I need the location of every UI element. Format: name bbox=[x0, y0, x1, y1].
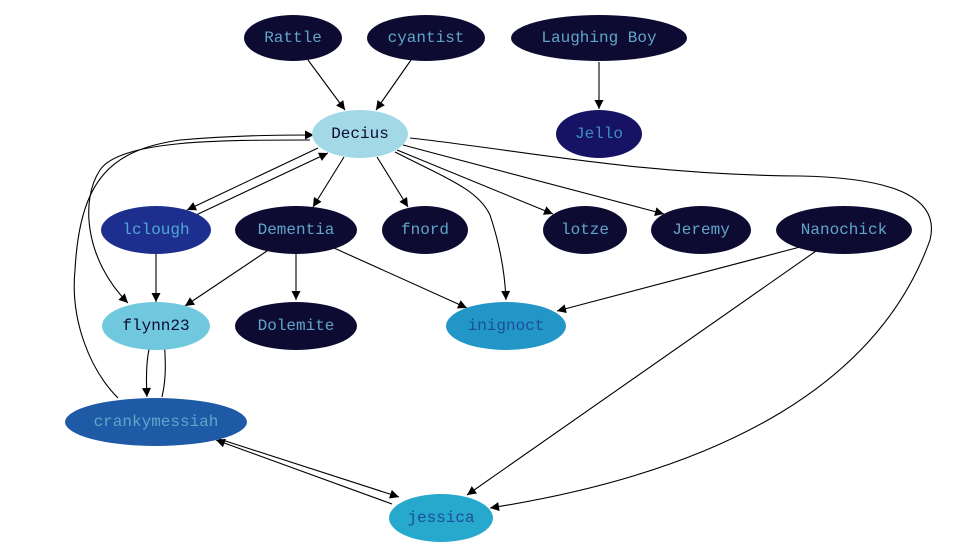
node-dementia[interactable]: Dementia bbox=[235, 206, 357, 254]
edge-dementia-flynn23 bbox=[184, 250, 268, 307]
node-jessica[interactable]: jessica bbox=[389, 494, 493, 542]
edge-decius-dementia bbox=[312, 156, 345, 208]
edges-layer bbox=[73, 59, 932, 512]
node-lclough[interactable]: lclough bbox=[101, 206, 211, 254]
svg-text:flynn23: flynn23 bbox=[122, 317, 189, 335]
svg-text:Dolemite: Dolemite bbox=[258, 317, 335, 335]
svg-text:fnord: fnord bbox=[401, 221, 449, 239]
edge-decius-jeremy bbox=[402, 144, 665, 217]
svg-text:Nanochick: Nanochick bbox=[801, 221, 887, 239]
edge-flynn23-crankymessiah bbox=[141, 348, 151, 398]
node-jeremy[interactable]: Jeremy bbox=[651, 206, 751, 254]
node-crankymessiah[interactable]: crankymessiah bbox=[65, 398, 247, 446]
svg-text:crankymessiah: crankymessiah bbox=[94, 413, 219, 431]
edge-dementia-inignoct bbox=[333, 247, 468, 309]
svg-text:lclough: lclough bbox=[122, 221, 189, 239]
node-rattle[interactable]: Rattle bbox=[244, 15, 342, 61]
node-inignoct[interactable]: inignoct bbox=[446, 302, 566, 350]
edge-nanochick-jessica bbox=[466, 250, 817, 496]
edge-crankymessiah-jessica bbox=[209, 435, 400, 499]
svg-text:Rattle: Rattle bbox=[264, 29, 322, 47]
node-laughing-boy[interactable]: Laughing Boy bbox=[511, 15, 687, 61]
edge-crankymessiah-decius bbox=[73, 130, 315, 399]
node-cyantist[interactable]: cyantist bbox=[367, 15, 485, 61]
svg-text:Laughing Boy: Laughing Boy bbox=[541, 29, 657, 47]
svg-text:cyantist: cyantist bbox=[388, 29, 465, 47]
node-jello[interactable]: Jello bbox=[556, 110, 642, 158]
edge-decius-flynn23 bbox=[88, 139, 311, 304]
svg-text:Decius: Decius bbox=[331, 125, 389, 143]
svg-text:inignoct: inignoct bbox=[468, 317, 545, 335]
node-nanochick[interactable]: Nanochick bbox=[776, 206, 912, 254]
edge-jessica-crankymessiah bbox=[215, 438, 393, 505]
svg-text:jessica: jessica bbox=[407, 509, 475, 527]
node-flynn23[interactable]: flynn23 bbox=[102, 302, 210, 350]
edge-rattle-decius bbox=[307, 59, 346, 111]
edge-decius-lclough bbox=[186, 147, 319, 211]
edge-decius-inignoct bbox=[394, 151, 511, 301]
edge-decius-lotze bbox=[396, 149, 554, 215]
node-dolemite[interactable]: Dolemite bbox=[235, 302, 357, 350]
edge-decius-jessica bbox=[409, 137, 932, 512]
edge-cyantist-decius bbox=[375, 59, 412, 111]
svg-text:Jello: Jello bbox=[575, 125, 623, 143]
svg-text:lotze: lotze bbox=[561, 221, 609, 239]
node-lotze[interactable]: lotze bbox=[543, 206, 627, 254]
edge-decius-fnord bbox=[376, 156, 409, 208]
edge-nanochick-inignoct bbox=[556, 246, 801, 314]
edge-lclough-decius bbox=[195, 152, 329, 216]
node-decius[interactable]: Decius bbox=[312, 110, 408, 158]
svg-text:Dementia: Dementia bbox=[258, 221, 335, 239]
nodes-layer: Rattle cyantist Laughing Boy Decius Jell… bbox=[65, 15, 912, 542]
svg-text:Jeremy: Jeremy bbox=[672, 221, 730, 239]
node-fnord[interactable]: fnord bbox=[382, 206, 468, 254]
